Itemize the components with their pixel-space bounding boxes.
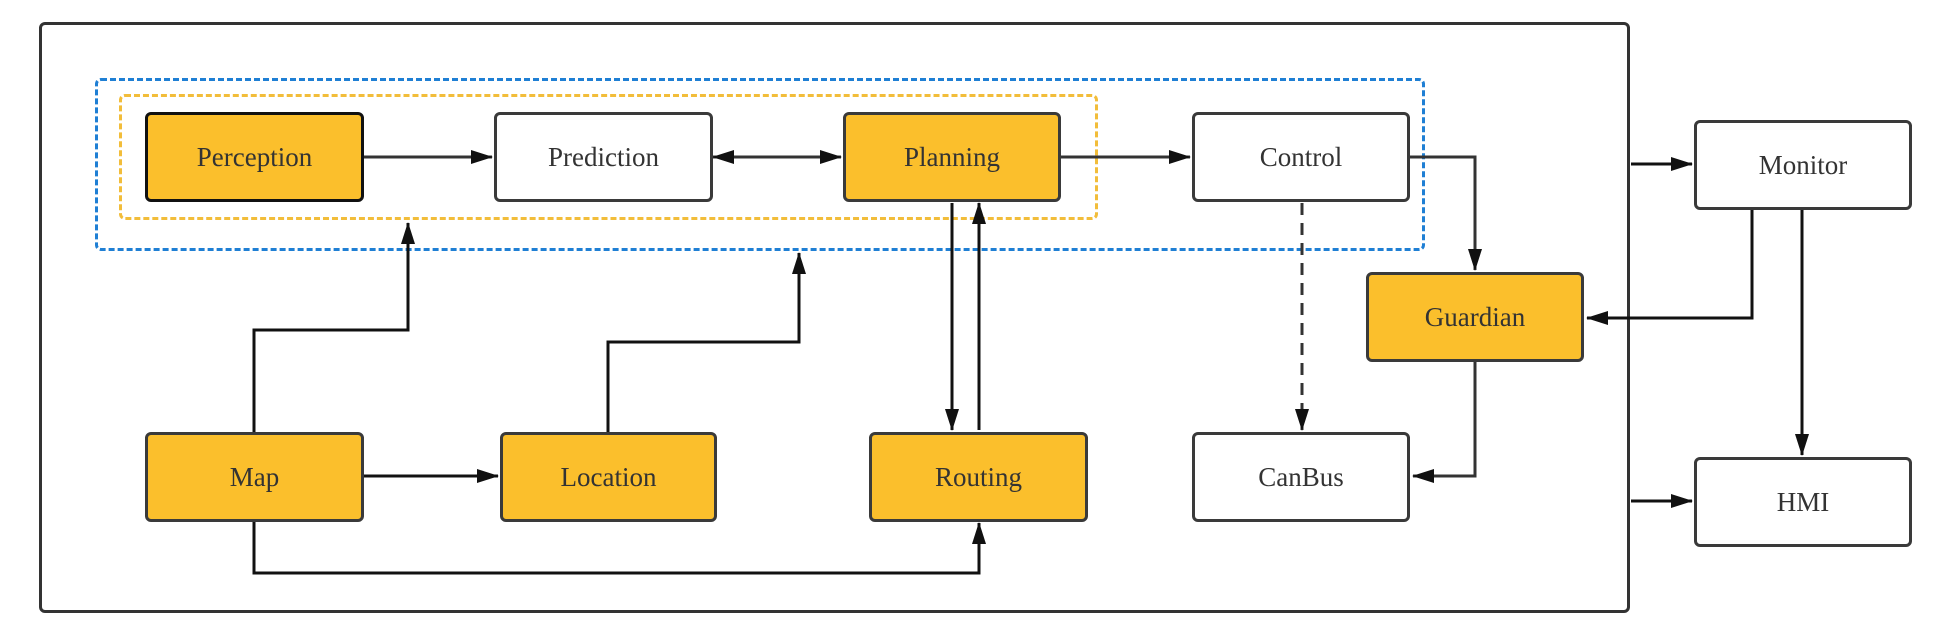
node-control: Control — [1192, 112, 1410, 202]
edge-map-routing — [252, 521, 986, 575]
node-routing: Routing — [869, 432, 1088, 522]
node-perception: Perception — [145, 112, 364, 202]
edge-control-guardian — [1409, 155, 1482, 271]
edge-map-perception — [252, 222, 415, 432]
edge-monitor-guardian — [1586, 210, 1754, 325]
node-monitor: Monitor — [1694, 120, 1912, 210]
node-map: Map — [145, 432, 364, 522]
node-location: Location — [500, 432, 717, 522]
node-planning: Planning — [843, 112, 1061, 202]
node-guardian: Guardian — [1366, 272, 1584, 362]
node-prediction: Prediction — [494, 112, 713, 202]
edge-guardian-canbus — [1412, 362, 1477, 483]
node-canbus: CanBus — [1192, 432, 1410, 522]
node-hmi: HMI — [1694, 457, 1912, 547]
edge-location-planning — [606, 252, 806, 432]
